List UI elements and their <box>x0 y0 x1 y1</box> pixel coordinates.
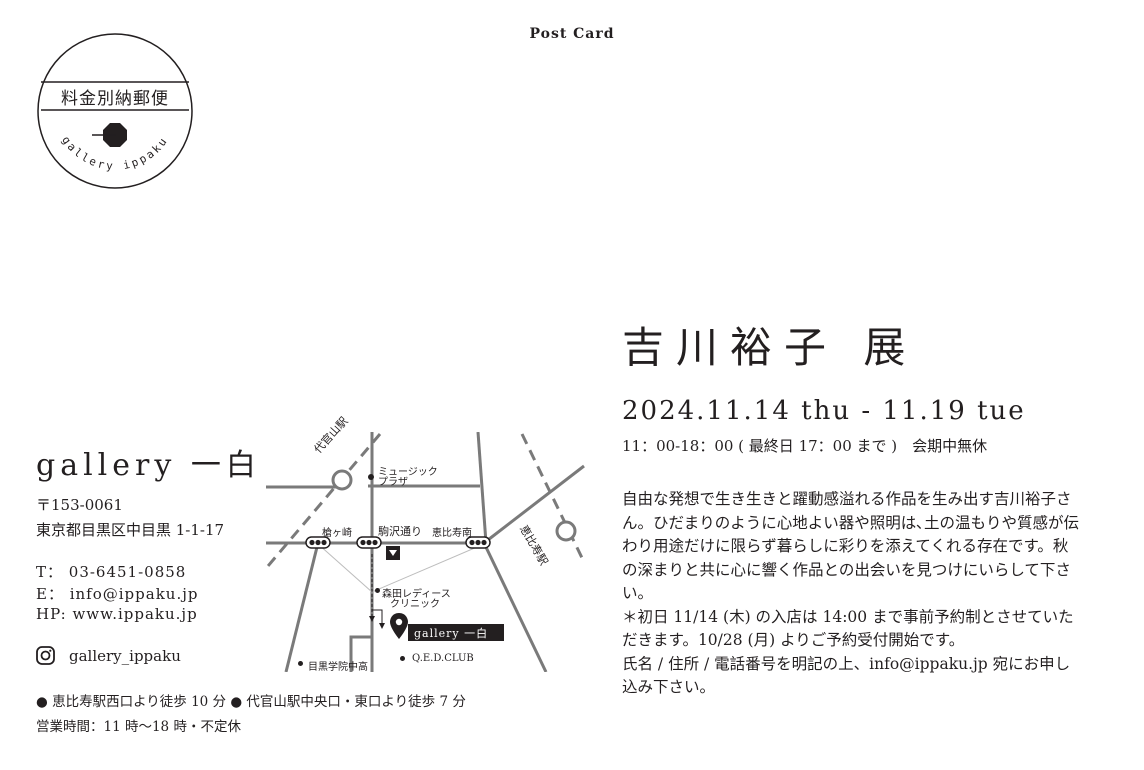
instagram-label: gallery_ippaku <box>69 646 181 665</box>
postal-code: 〒153-0061 <box>36 496 123 514</box>
map-label-qed-club: Q.E.D.CLUB <box>412 653 474 664</box>
map-roads <box>266 432 586 672</box>
map-marker <box>298 661 303 666</box>
map-label-morita-clinic: クリニック <box>390 599 440 610</box>
traffic-light-icon <box>465 536 491 549</box>
gallery-address: 東京都目黒区中目黒 1-1-17 <box>36 521 225 539</box>
postcard-label: Post Card <box>529 26 615 42</box>
postage-stamp: gallery ippaku 料金別納郵便 <box>36 32 194 190</box>
map-pin-icon <box>390 613 408 639</box>
map-label-ebisu-minami: 恵比寿南 <box>432 528 472 539</box>
stamp-top-text: 料金別納郵便 <box>61 89 169 109</box>
description-paragraph: 自由な発想で生き生きと躍動感溢れる作品を生み出す吉川裕子さん。ひだまりのように心… <box>622 490 1079 602</box>
map-label-music-plaza: ミュージック <box>378 467 438 478</box>
map-label-komazawa: 駒沢通り <box>378 525 422 538</box>
business-hours: 営業時間：11 時〜18 時・不定休 <box>36 719 241 735</box>
exhibition-title: 吉川裕子 展 <box>622 323 918 372</box>
instagram-icon <box>36 646 55 665</box>
gallery-website: HP: www.ippaku.jp <box>36 605 198 623</box>
traffic-light-icon <box>356 536 382 549</box>
exhibition-dates: 2024.11.14 thu - 11.19 tue <box>622 396 1026 426</box>
map-label-gallery: gallery 一白 <box>414 627 489 640</box>
instagram-handle: gallery_ippaku <box>36 646 181 665</box>
exhibition-hours: 11：00-18：00 ( 最終日 17：00 まで ) 会期中無休 <box>622 437 988 455</box>
map-label-meguro-gakuin: 目黒学院中高 <box>308 662 368 673</box>
map-marker <box>375 588 380 593</box>
access-directions: ● 恵比寿駅西口より徒歩 10 分 ● 代官山駅中央口・東口より徒歩 7 分 <box>36 694 466 710</box>
map-marker <box>400 656 405 661</box>
map-label-morita-clinic: 森田レディース <box>382 589 451 600</box>
map-marker <box>368 474 374 480</box>
gallery-phone: T： 03-6451-0858 <box>36 563 187 581</box>
description-paragraph: ＊初日 11/14 (木) の入店は 14:00 まで事前予約制とさせていただき… <box>622 607 1074 650</box>
map-label-music-plaza: プラザ <box>378 477 408 488</box>
description-paragraph: 氏名 / 住所 / 電話番号を明記の上、info@ippaku.jp 宛にお申し… <box>622 654 1071 697</box>
gallery-name: gallery 一白 <box>36 448 261 483</box>
map-label-higasaki: 槍ヶ崎 <box>322 528 352 539</box>
building-icon <box>386 546 400 560</box>
exhibition-description: 自由な発想で生き生きと躍動感溢れる作品を生み出す吉川裕子さん。ひだまりのように心… <box>622 488 1082 700</box>
gallery-email: E： info@ippaku.jp <box>36 585 199 603</box>
access-map: 代官山駅 ミュージック プラザ 槍ヶ崎 駒沢通り 恵比寿南 恵比寿駅 森田レディ… <box>266 415 586 673</box>
traffic-light-icon <box>305 536 331 549</box>
stamp-graphic: gallery ippaku <box>37 33 193 189</box>
